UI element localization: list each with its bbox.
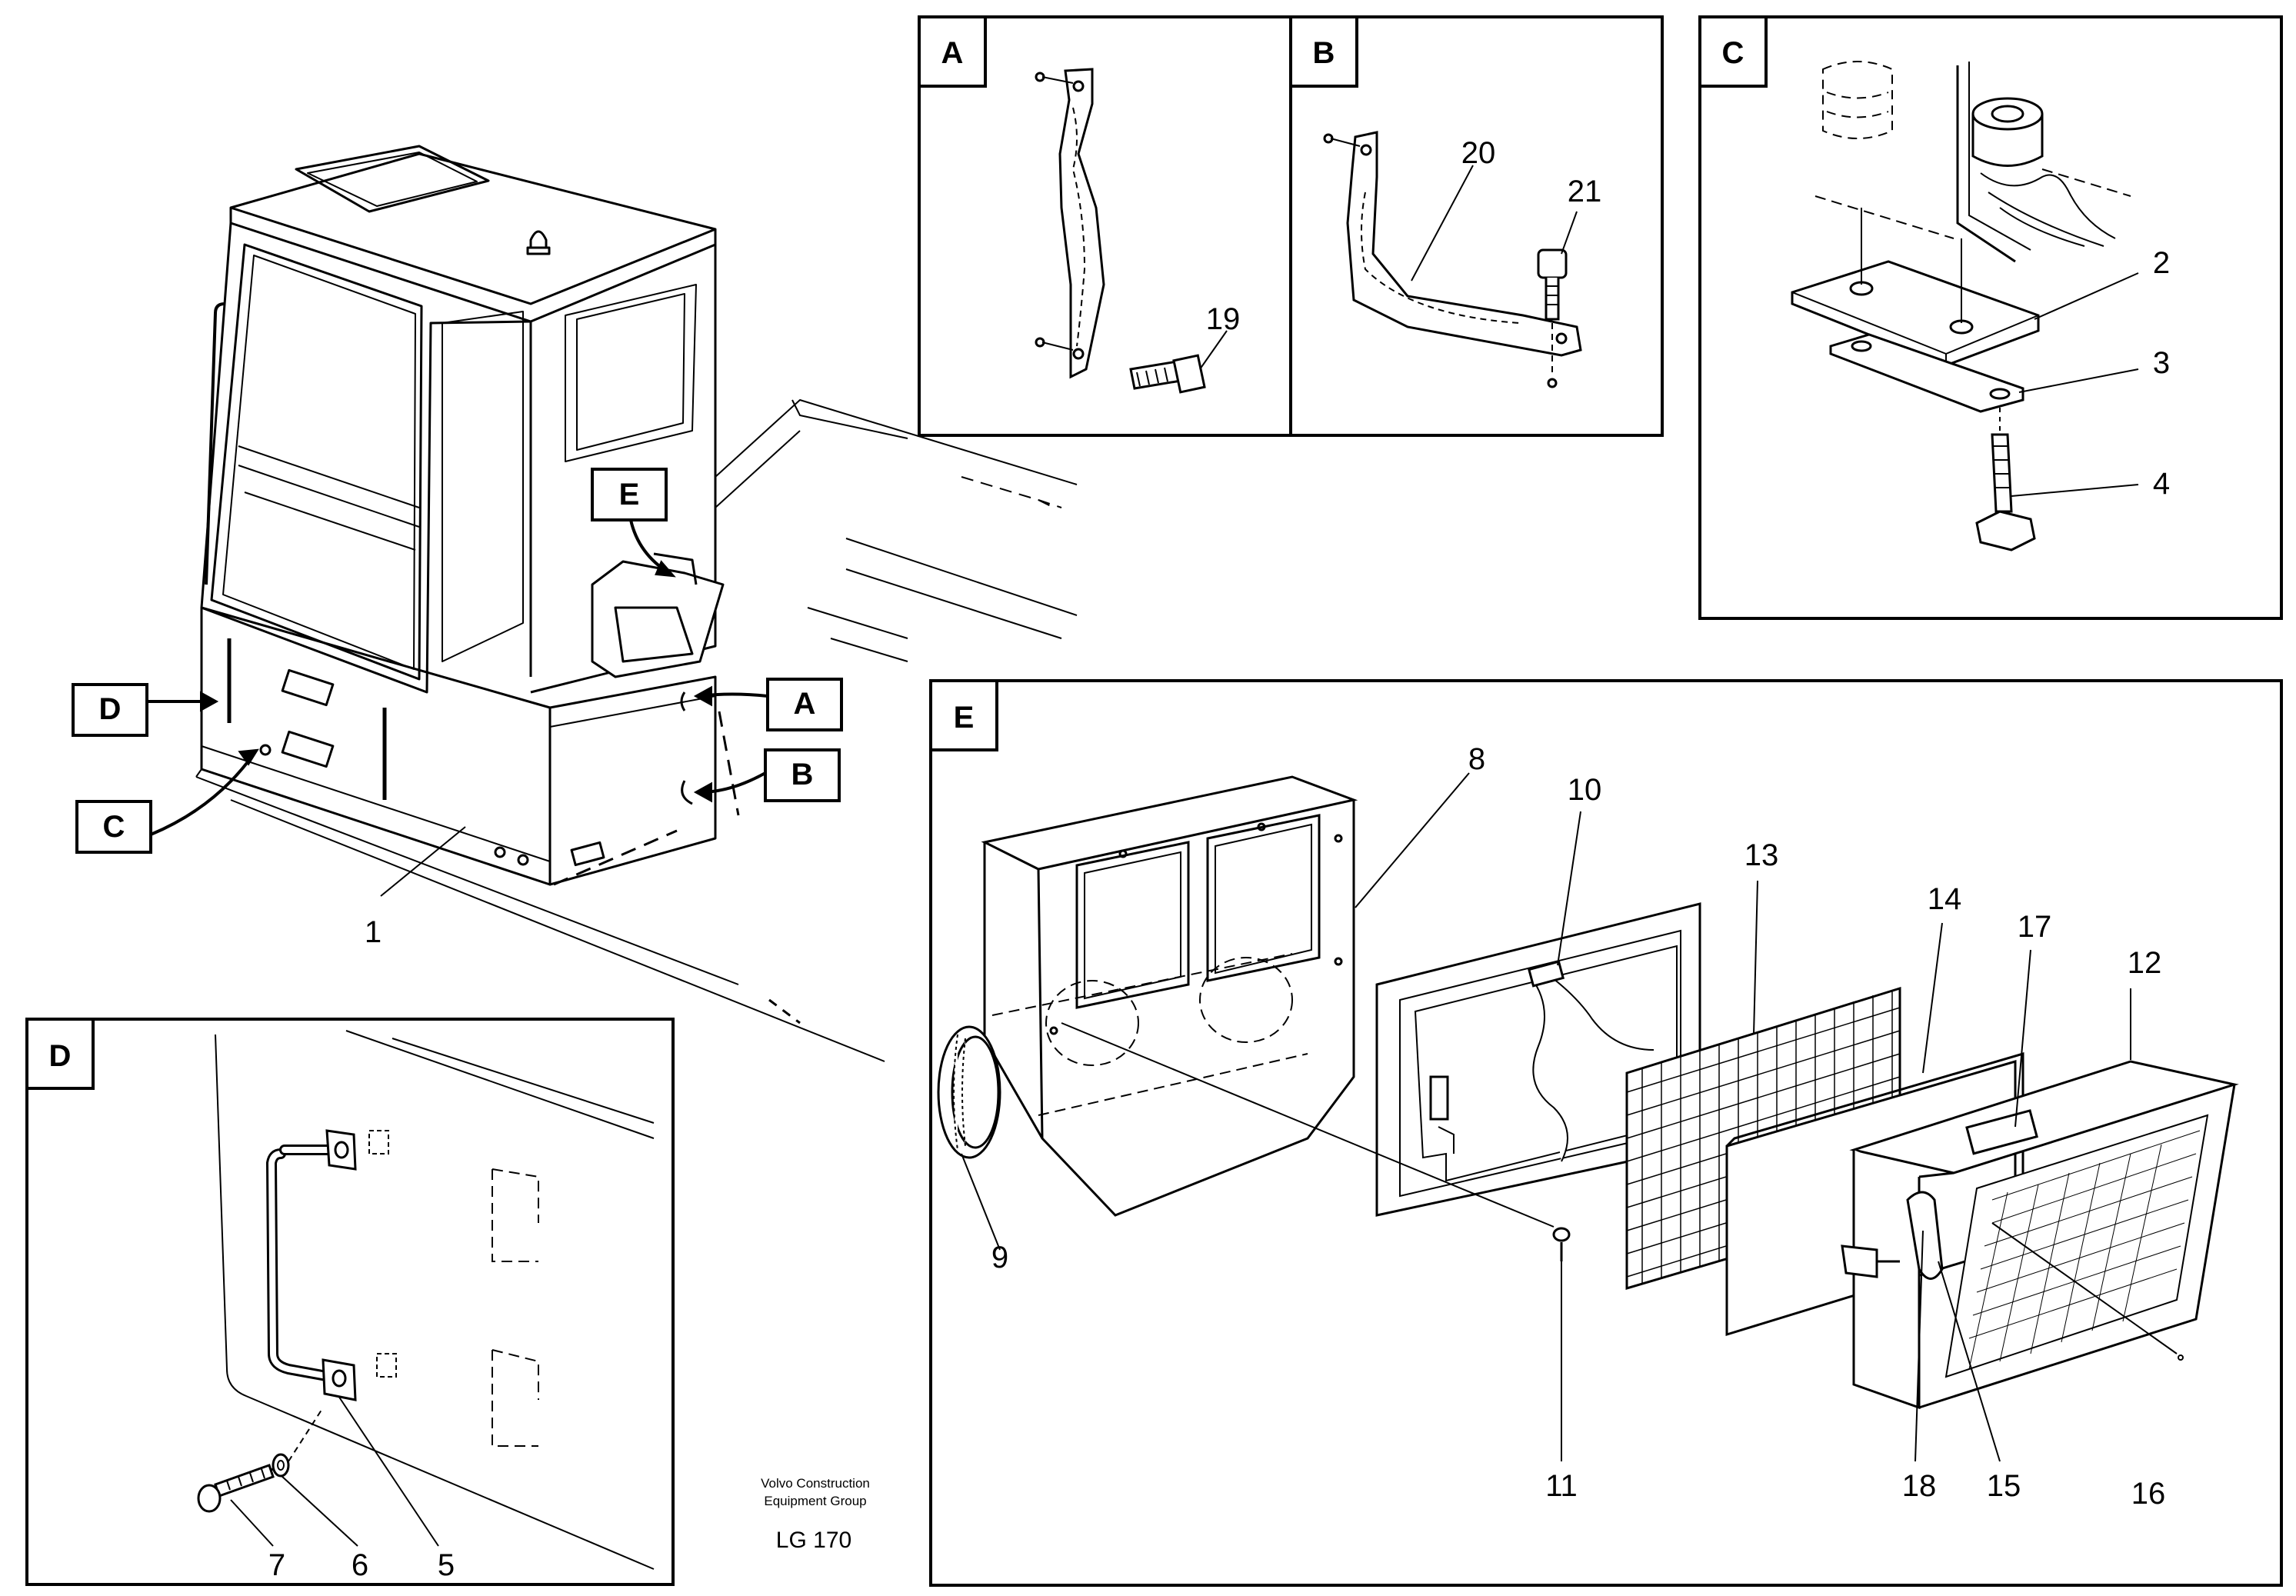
cab-assembly [195,145,1078,1062]
leader-20 [1411,165,1474,282]
part-number-21: 21 [1568,175,1602,208]
part-number-8: 8 [1468,742,1485,776]
panel-c-label: C [1722,36,1744,70]
assembly-line-11 [1061,1022,1555,1228]
callout-b-main: B [791,758,814,791]
part-number-5: 5 [438,1548,455,1582]
panel-b-label: B [1313,36,1335,70]
footer: Volvo Construction Equipment Group LG 17… [761,1476,870,1553]
part-number-10: 10 [1568,773,1602,807]
part-number-4: 4 [2153,467,2170,501]
bolt-21 [1537,248,1568,388]
leader-4 [2011,484,2139,497]
main-callout-leaders [147,519,768,836]
part-number-3: 3 [2153,346,2170,380]
part-number-12: 12 [2128,946,2162,980]
bolt-19 [1129,354,1206,394]
leader-3 [2018,368,2139,393]
part-number-13: 13 [1744,838,1779,872]
part-number-7: 7 [268,1548,285,1582]
filter-frame-10 [1375,902,1701,1217]
leader-9 [961,1153,1001,1251]
part-number-17: 17 [2018,910,2052,944]
part-number-9: 9 [991,1241,1008,1274]
callout-d-main: D [99,692,122,726]
leader-2 [2034,272,2139,320]
part-number-18: 18 [1902,1469,1937,1503]
leader-5 [338,1395,439,1547]
leader-18 [1914,1230,1924,1462]
handle-assembly [197,1030,655,1570]
strap-b [1323,131,1582,357]
part-number-19: 19 [1206,302,1241,336]
panel-d: D 5 6 7 [25,1018,675,1586]
footer-company-line2: Equipment Group [764,1494,866,1508]
mount-assembly [1791,61,2131,551]
leader-8 [1355,772,1470,908]
callout-a-main: A [794,687,816,721]
part-number-1: 1 [365,915,382,949]
panel-a: A 19 [918,15,1292,437]
leader-13 [1753,880,1758,1035]
leader-6 [280,1474,358,1547]
part-number-20: 20 [1461,136,1496,170]
part-number-11: 11 [1545,1469,1578,1503]
cover-12 [1841,1060,2239,1410]
part-number-2: 2 [2153,246,2170,280]
footer-model-code: LG 170 [776,1528,851,1553]
part-number-16: 16 [2131,1477,2166,1511]
main-callouts [72,468,843,854]
panel-a-label: A [941,36,964,70]
panel-e: E [929,679,2283,1587]
leader-19 [1199,330,1228,370]
part-number-14: 14 [1928,882,1962,916]
leader-1 [380,826,466,897]
blower-9 [937,1025,1001,1159]
strap-a [1035,68,1105,379]
part-number-15: 15 [1987,1469,2021,1503]
panel-d-label: D [49,1039,72,1073]
footer-company-line1: Volvo Construction [761,1476,870,1491]
panel-e-label: E [954,701,975,735]
part-number-6: 6 [352,1548,368,1582]
leader-14 [1922,922,1943,1074]
panel-c: C 2 3 [1698,15,2283,620]
callout-c-main: C [103,810,125,844]
leader-10 [1557,811,1581,966]
leader-17 [2014,949,2031,1128]
leader-7 [230,1499,274,1547]
callout-e-main: E [619,478,640,511]
screw-11 [1552,1227,1571,1261]
leader-21 [1561,211,1578,255]
leader-15 [1938,1261,2001,1462]
assembly-line-16 [1991,1222,2178,1354]
panel-b: B 20 21 [1289,15,1664,437]
